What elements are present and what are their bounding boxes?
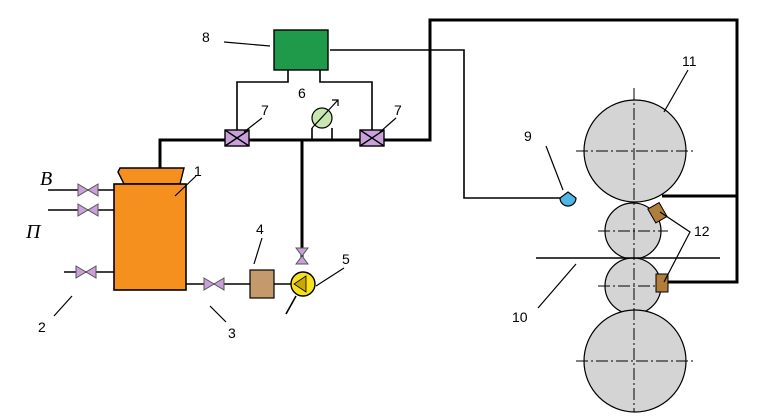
label-7-left: 7 <box>261 102 269 118</box>
label-9: 9 <box>524 128 532 144</box>
leader-4 <box>253 237 263 265</box>
label-4: 4 <box>256 221 264 237</box>
leader-10 <box>537 263 577 309</box>
controller <box>273 29 329 71</box>
pipe-tank-riser <box>158 18 739 284</box>
pump-impeller <box>293 275 307 293</box>
line-controller-valve-right <box>319 70 373 130</box>
line-gauge <box>311 128 333 140</box>
drain-valve[interactable] <box>75 265 97 279</box>
leader-8 <box>223 41 271 47</box>
control-valve-right[interactable] <box>359 129 385 147</box>
label-7-right: 7 <box>394 102 402 118</box>
outlet-valve[interactable] <box>203 277 225 291</box>
sensor-lower <box>655 273 669 293</box>
line-controller-valve-left <box>236 70 289 130</box>
pipe-pump-stub <box>285 295 297 315</box>
leader-5 <box>315 267 345 287</box>
label-2: 2 <box>38 319 46 335</box>
leader-11 <box>663 69 689 113</box>
control-valve-left[interactable] <box>224 129 250 147</box>
line-controller-nozzle <box>330 49 560 199</box>
label-6: 6 <box>298 85 306 101</box>
label-11: 11 <box>682 53 697 69</box>
inlet-valve-b[interactable] <box>77 183 99 197</box>
label-inlet-p: П <box>25 221 42 243</box>
leader-9 <box>545 145 564 191</box>
leader-7-right <box>379 117 397 133</box>
tank-funnel <box>117 167 185 185</box>
label-8: 8 <box>202 29 210 45</box>
pump-suction-valve[interactable] <box>295 247 309 265</box>
leader-7-left <box>243 117 263 133</box>
sensor-upper <box>647 201 668 224</box>
leader-3 <box>209 305 227 323</box>
gauge-arrow <box>311 99 339 129</box>
leader-2 <box>53 295 73 317</box>
leader-12 <box>659 211 691 283</box>
label-inlet-b: В <box>40 168 52 190</box>
label-12: 12 <box>694 223 710 239</box>
spray-nozzle <box>559 191 577 207</box>
label-5: 5 <box>342 251 350 267</box>
tank <box>113 183 187 291</box>
label-3: 3 <box>228 325 236 341</box>
label-1: 1 <box>194 163 202 179</box>
inlet-valve-p[interactable] <box>77 203 99 217</box>
label-10: 10 <box>512 309 528 325</box>
filter <box>249 269 275 299</box>
leader-1 <box>174 175 197 197</box>
